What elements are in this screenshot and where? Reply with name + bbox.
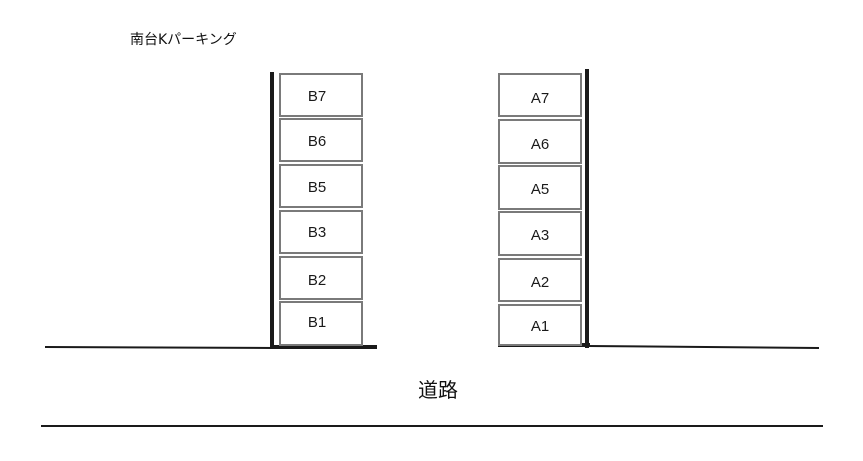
stall-b1: B1	[279, 301, 363, 346]
stall-label: B6	[308, 133, 326, 150]
stall-a7: A7	[498, 73, 582, 117]
lot-edge-line-left	[44, 346, 276, 349]
stall-label: A5	[531, 181, 549, 198]
stall-a1: A1	[498, 304, 582, 346]
stall-label: A1	[531, 318, 549, 335]
stall-b6: B6	[279, 118, 363, 162]
stall-label: B3	[308, 224, 326, 241]
stall-b3: B3	[279, 210, 363, 254]
stall-b7: B7	[279, 73, 363, 117]
stall-label: A3	[531, 227, 549, 244]
stall-a6: A6	[498, 119, 582, 164]
stall-a3: A3	[498, 211, 582, 256]
parking-name: 南台Kパーキング	[130, 32, 237, 48]
stall-a2: A2	[498, 258, 582, 302]
stall-label: B7	[308, 88, 326, 105]
stall-b5: B5	[279, 164, 363, 208]
parking-block-b: B7 B6 B5 B3 B2 B1	[279, 73, 363, 346]
stall-b2: B2	[279, 256, 363, 300]
stall-label: B5	[308, 179, 326, 196]
stall-label: B2	[308, 272, 326, 289]
lot-edge-line-right	[586, 345, 820, 349]
stall-label: A6	[531, 136, 549, 153]
stall-label: A2	[531, 274, 549, 291]
stall-label: B1	[308, 314, 326, 331]
stall-a5: A5	[498, 165, 582, 210]
stall-label: A7	[531, 90, 549, 107]
parking-block-a: A7 A6 A5 A3 A2 A1	[498, 73, 582, 346]
road-label: 道路	[418, 378, 458, 402]
